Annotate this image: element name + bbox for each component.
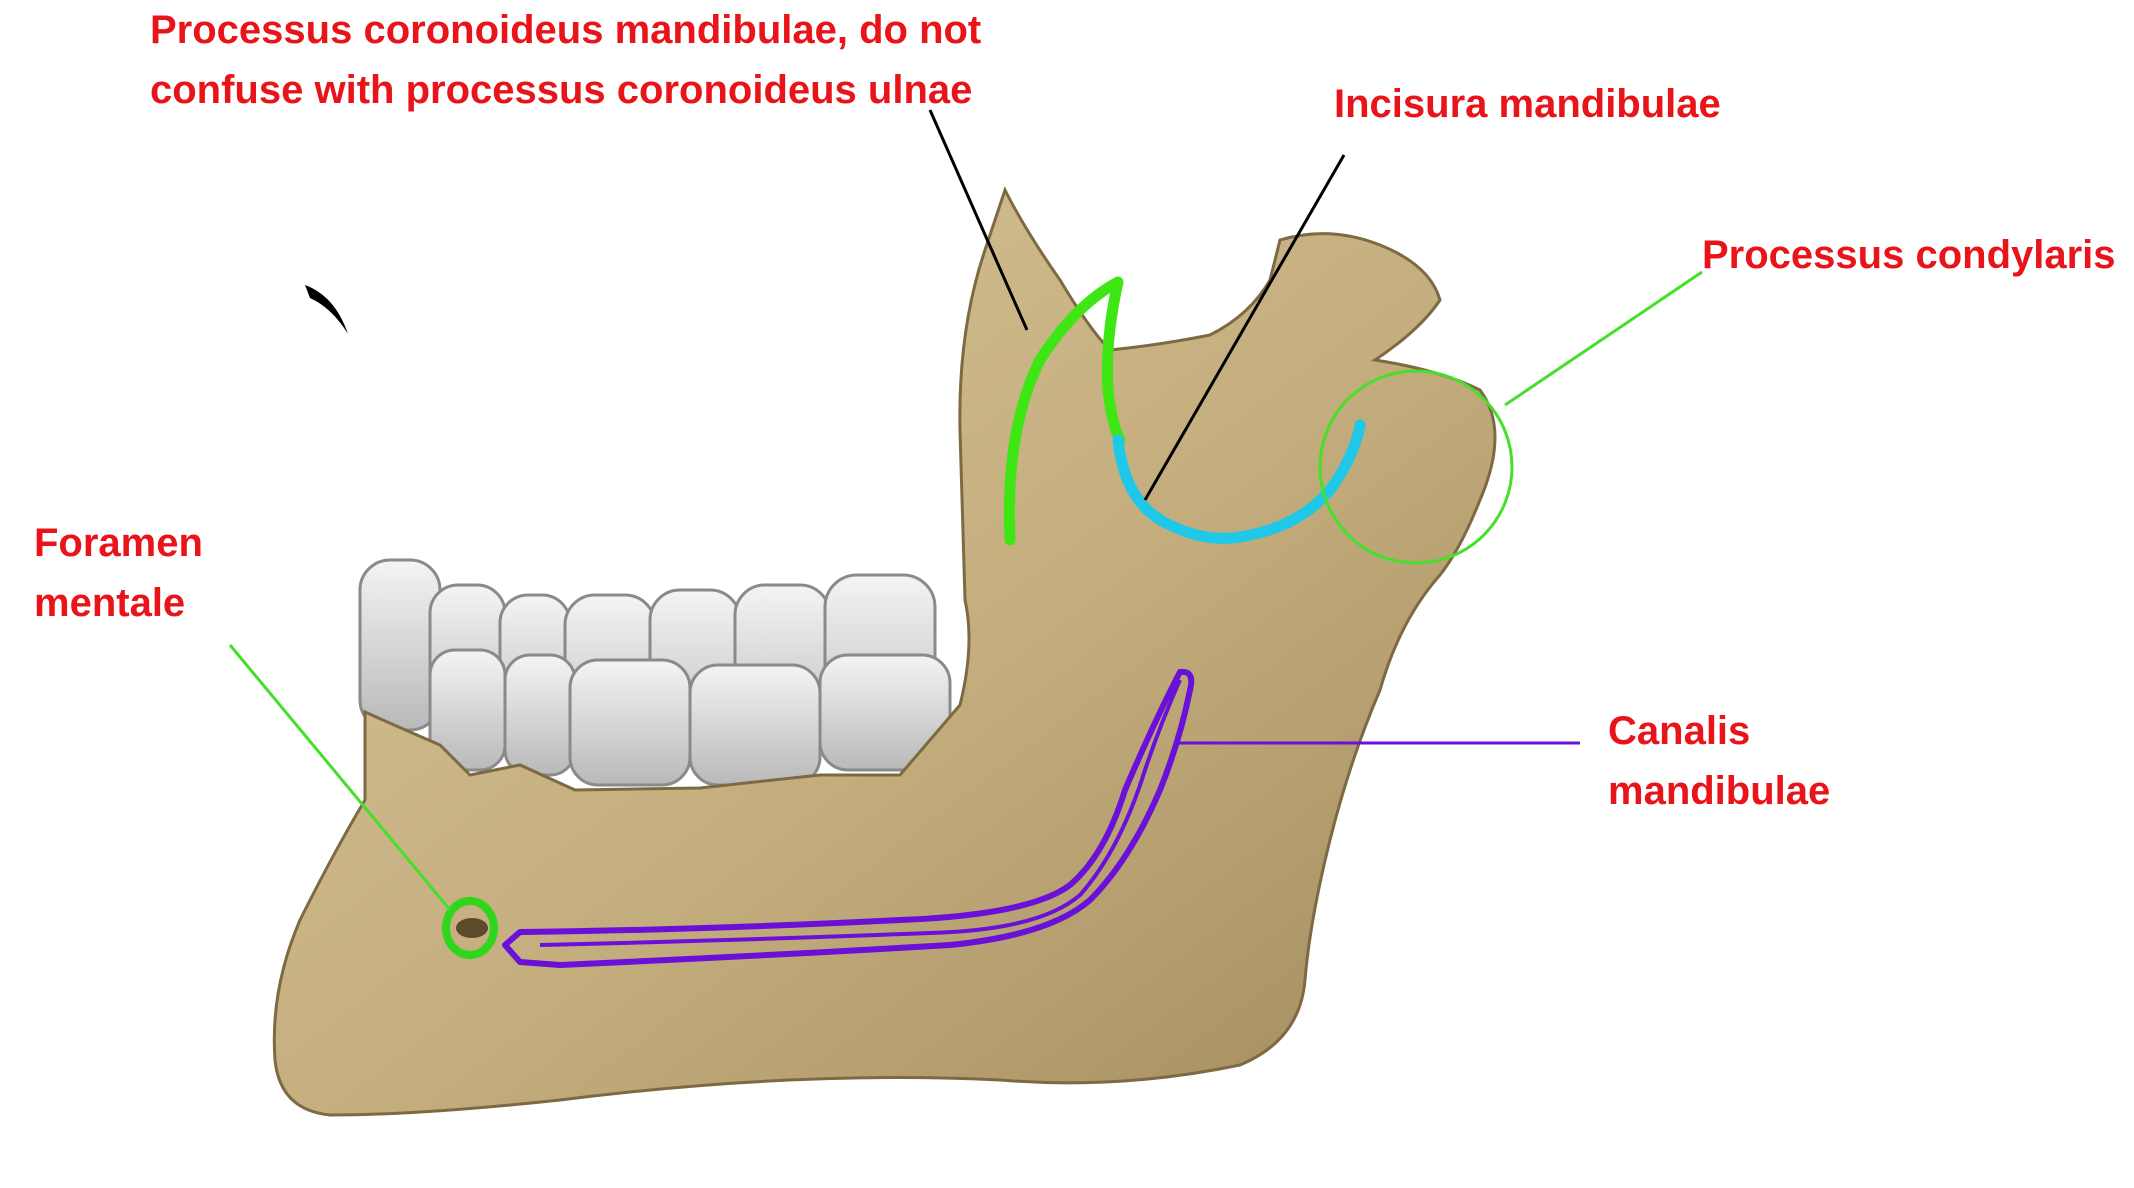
label-canalis-mandibulae: Canalis mandibulae [1608,701,1830,821]
label-foramen-mentale: Foramen mentale [34,513,203,633]
teeth-row [358,558,952,787]
foramen-circle [442,897,498,959]
incisura-highlight [1112,419,1366,544]
label-foramen-line1: Foramen [34,521,203,565]
label-canalis-line1: Canalis [1608,709,1751,753]
label-coronoid-line2: confuse with processus coronoideus ulnae [150,68,973,112]
stray-arrow-mark [305,285,348,334]
canalis-inner-line [539,679,1182,947]
label-processus-condylaris: Processus condylaris [1702,225,2116,285]
foramen-hole [456,918,488,938]
label-canalis-line2: mandibulae [1608,769,1831,813]
label-coronoid-line1: Processus coronoideus mandibulae, do not [150,8,982,52]
coronoid-pointer-line [928,109,1029,331]
incisura-pointer-line [1143,154,1346,501]
foramen-pointer-line [228,644,452,911]
canalis-outline [502,668,1195,968]
label-processus-coronoideus: Processus coronoideus mandibulae, do not… [150,0,981,120]
label-condylaris-text: Processus condylaris [1702,233,2116,277]
coronoid-highlight [1003,276,1126,546]
condylaris-pointer-line [1504,270,1703,407]
label-incisura-text: Incisura mandibulae [1334,82,1721,126]
label-incisura-mandibulae: Incisura mandibulae [1334,74,1721,134]
condylar-circle [1318,369,1514,565]
label-foramen-line2: mentale [34,581,186,625]
